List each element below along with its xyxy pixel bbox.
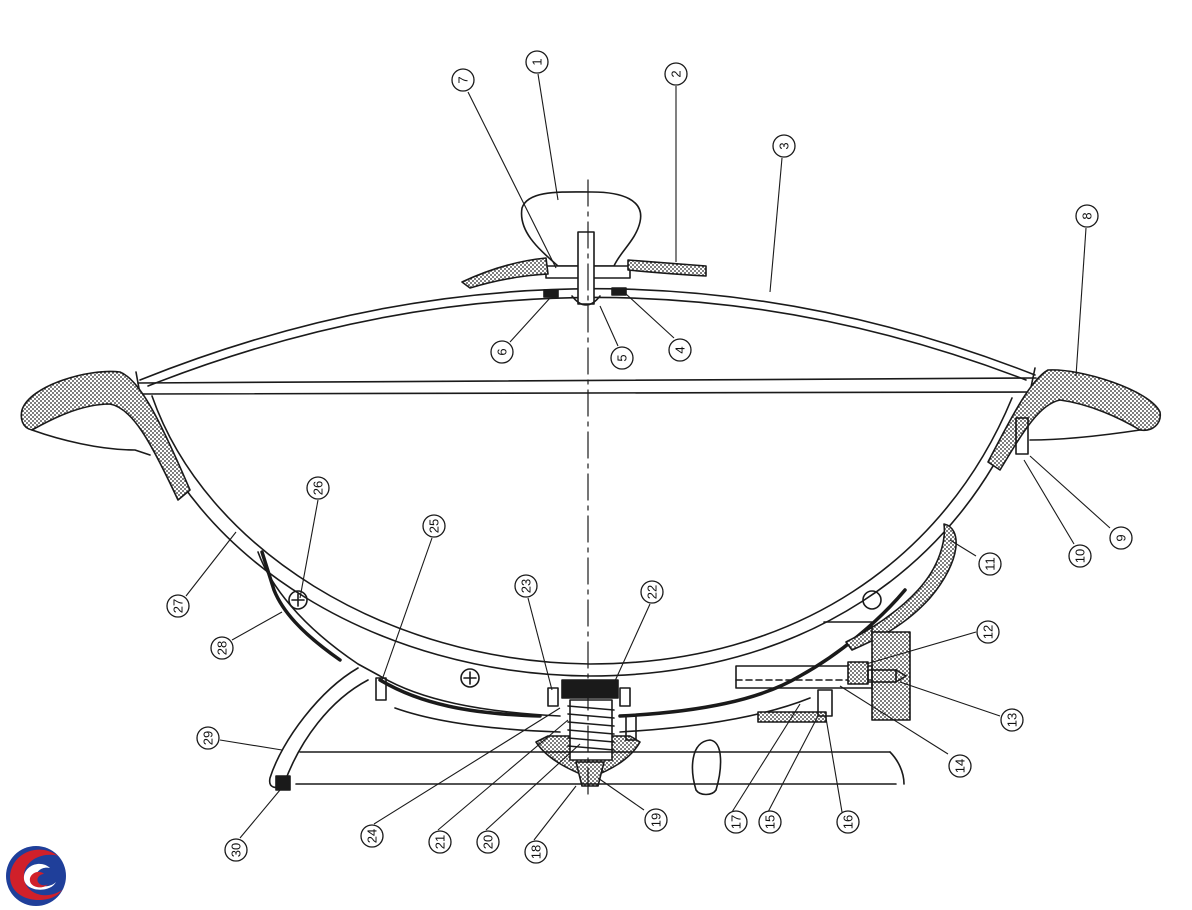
brand-swirl-logo-icon bbox=[6, 846, 66, 906]
svg-text:13: 13 bbox=[1005, 713, 1020, 727]
callout-21: 21 bbox=[428, 830, 452, 854]
element-cover-right bbox=[845, 523, 957, 651]
callout-19: 19 bbox=[644, 808, 668, 832]
callout-24: 24 bbox=[360, 824, 384, 848]
callout-25: 25 bbox=[422, 514, 446, 538]
svg-text:2: 2 bbox=[669, 70, 684, 77]
callout-6: 6 bbox=[490, 340, 514, 364]
wok-bowl bbox=[137, 395, 1027, 677]
callout-13: 13 bbox=[1000, 708, 1024, 732]
callout-15: 15 bbox=[758, 810, 782, 834]
callout-3: 3 bbox=[772, 134, 796, 158]
callout-26: 26 bbox=[306, 476, 330, 500]
svg-text:4: 4 bbox=[673, 346, 688, 353]
svg-text:18: 18 bbox=[529, 845, 544, 859]
callout-30: 30 bbox=[224, 838, 248, 862]
svg-text:24: 24 bbox=[365, 829, 380, 843]
svg-text:29: 29 bbox=[201, 731, 216, 745]
svg-text:23: 23 bbox=[519, 579, 534, 593]
svg-text:1: 1 bbox=[530, 58, 545, 65]
handle-left bbox=[20, 370, 191, 501]
callout-14: 14 bbox=[948, 754, 972, 778]
callout-7: 7 bbox=[451, 68, 475, 92]
callout-8: 8 bbox=[1075, 204, 1099, 228]
leader-lines bbox=[185, 73, 1111, 841]
svg-text:6: 6 bbox=[495, 348, 510, 355]
svg-text:22: 22 bbox=[645, 585, 660, 599]
center-thermostat bbox=[535, 679, 641, 787]
svg-text:17: 17 bbox=[729, 815, 744, 829]
callout-4: 4 bbox=[668, 338, 692, 362]
callouts: 1 2 3 4 5 6 7 8 9 10 11 12 13 14 15 16 1… bbox=[166, 50, 1133, 864]
callout-16: 16 bbox=[836, 810, 860, 834]
callout-12: 12 bbox=[976, 620, 1000, 644]
svg-text:19: 19 bbox=[649, 813, 664, 827]
callout-11: 11 bbox=[978, 552, 1002, 576]
knob-rosette bbox=[461, 257, 707, 289]
callout-10: 10 bbox=[1068, 544, 1092, 568]
svg-text:9: 9 bbox=[1114, 534, 1129, 541]
callout-9: 9 bbox=[1109, 526, 1133, 550]
callout-28: 28 bbox=[210, 636, 234, 660]
callout-2: 2 bbox=[664, 62, 688, 86]
callout-29: 29 bbox=[196, 726, 220, 750]
callout-20: 20 bbox=[476, 830, 500, 854]
svg-text:27: 27 bbox=[171, 599, 186, 613]
callout-5: 5 bbox=[610, 346, 634, 370]
handle-right bbox=[987, 369, 1162, 471]
base-stand bbox=[268, 667, 905, 796]
svg-text:25: 25 bbox=[427, 519, 442, 533]
callout-22: 22 bbox=[640, 580, 664, 604]
svg-text:30: 30 bbox=[229, 843, 244, 857]
svg-text:14: 14 bbox=[953, 759, 968, 773]
fastener bbox=[288, 590, 882, 701]
svg-text:5: 5 bbox=[615, 354, 630, 361]
svg-text:12: 12 bbox=[981, 625, 996, 639]
svg-text:10: 10 bbox=[1073, 549, 1088, 563]
svg-text:7: 7 bbox=[456, 76, 471, 83]
heating-element-shell bbox=[257, 550, 907, 733]
callout-23: 23 bbox=[514, 574, 538, 598]
svg-text:26: 26 bbox=[311, 481, 326, 495]
svg-text:15: 15 bbox=[763, 815, 778, 829]
svg-text:8: 8 bbox=[1080, 212, 1095, 219]
svg-text:16: 16 bbox=[841, 815, 856, 829]
svg-text:20: 20 bbox=[481, 835, 496, 849]
callout-18: 18 bbox=[524, 840, 548, 864]
callout-17: 17 bbox=[724, 810, 748, 834]
svg-text:28: 28 bbox=[215, 641, 230, 655]
svg-text:3: 3 bbox=[777, 142, 792, 149]
callout-27: 27 bbox=[166, 594, 190, 618]
callout-1: 1 bbox=[525, 50, 549, 74]
svg-text:21: 21 bbox=[433, 835, 448, 849]
knob-washer bbox=[543, 287, 627, 298]
svg-text:11: 11 bbox=[983, 557, 998, 571]
